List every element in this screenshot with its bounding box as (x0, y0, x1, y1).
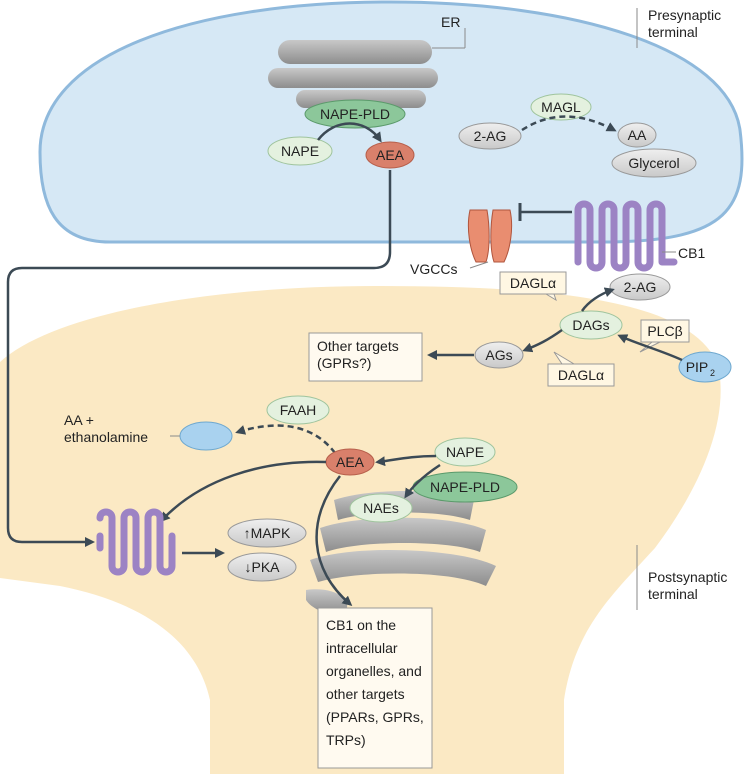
svg-text:Glycerol: Glycerol (628, 155, 679, 171)
svg-text:FAAH: FAAH (280, 402, 317, 418)
svg-text:AGs: AGs (485, 347, 512, 363)
dagl-bottom-box: DAGLα (547, 351, 615, 387)
pka: ↓PKA (227, 552, 297, 582)
cb1-box-line: TRPs) (326, 732, 366, 748)
post-naes: NAEs (349, 493, 413, 523)
post-pip2: PIP 2 (678, 351, 732, 383)
pre-magl: MAGL (530, 93, 592, 121)
nape-to-aea-arrow (317, 122, 382, 143)
cb1-box-line: CB1 on the (326, 617, 396, 633)
pre-nape-pld: NAPE-PLD (304, 99, 406, 129)
svg-text:AEA: AEA (336, 454, 365, 470)
svg-text:NAPE: NAPE (446, 444, 484, 460)
svg-text:2: 2 (710, 368, 715, 378)
svg-text:NAEs: NAEs (363, 500, 399, 516)
svg-text:DAGs: DAGs (572, 317, 609, 333)
post-ags: AGs (474, 341, 524, 369)
cb1-box-line: intracellular (326, 640, 398, 656)
er-label: ER (441, 14, 460, 30)
svg-text:NAPE: NAPE (281, 143, 319, 159)
svg-text:↓PKA: ↓PKA (244, 559, 280, 575)
cb1-label: CB1 (678, 245, 705, 261)
pre-nape: NAPE (267, 136, 333, 166)
svg-text:2-AG: 2-AG (624, 279, 657, 295)
pre-aa: AA (617, 122, 657, 148)
pre-cb1-receptor (574, 200, 678, 272)
dags-to-ags-arrow (522, 328, 563, 353)
2ag-to-aa-arrow (521, 115, 617, 132)
post-nape: NAPE (434, 437, 496, 467)
other-targets-box: Other targets (GPRs?) (308, 332, 423, 382)
post-nape-pld: NAPE-PLD (412, 471, 518, 503)
post-aea: AEA (325, 448, 375, 476)
presynaptic-label: Presynaptic terminal (648, 7, 725, 40)
presynaptic-er (268, 40, 438, 108)
vgcc-channel (467, 209, 513, 263)
cb1-box-line: (PPARs, GPRs, (326, 709, 424, 725)
svg-text:Other targets (GPRs?): Other targets (GPRs?) (317, 338, 403, 371)
post-2ag: 2-AG (609, 273, 671, 301)
svg-text:NAPE-PLD: NAPE-PLD (320, 106, 390, 122)
aea-to-intracellular-arrow (315, 475, 353, 606)
svg-text:AEA: AEA (376, 147, 405, 163)
dagl-top-box: DAGLα (499, 271, 567, 302)
aea-to-aa-arrow (235, 424, 336, 454)
mapk: ↑MAPK (227, 518, 307, 548)
pip2-to-dags-arrow (617, 334, 683, 362)
svg-text:AA: AA (628, 127, 647, 143)
svg-text:↑MAPK: ↑MAPK (244, 525, 291, 541)
nape-to-naes-arrow (404, 463, 441, 499)
vgccs-label: VGCCs (410, 261, 457, 277)
post-faah: FAAH (266, 395, 330, 425)
post-dags: DAGs (559, 310, 623, 340)
cb1-organelles-box: CB1 on the intracellular organelles, and ot… (317, 607, 433, 769)
postsynaptic-label: Postsynaptic terminal (648, 569, 731, 602)
svg-text:PIP: PIP (686, 359, 709, 375)
nape-to-aea-post-arrow (375, 454, 437, 467)
svg-text:NAPE-PLD: NAPE-PLD (430, 479, 500, 495)
pre-glycerol: Glycerol (611, 148, 697, 178)
aea-to-post-receptor-arrow (159, 460, 327, 523)
svg-text:DAGLα: DAGLα (510, 275, 556, 291)
aa-ethanolamine-label: AA + ethanolamine (64, 412, 148, 445)
post-cb1-receptor (96, 508, 176, 576)
dags-to-2ag-arrow (580, 287, 615, 312)
svg-text:PLCβ: PLCβ (647, 323, 682, 339)
plcb-box: PLCβ (639, 319, 690, 353)
svg-text:DAGLα: DAGLα (558, 367, 604, 383)
pre-2ag: 2-AG (458, 122, 522, 150)
aea-retrograde-path (6, 170, 392, 547)
pre-aea: AEA (365, 141, 415, 169)
cb1-box-line: organelles, and (326, 663, 422, 679)
svg-text:2-AG: 2-AG (474, 128, 507, 144)
svg-text:MAGL: MAGL (541, 99, 581, 115)
aa-ethanolamine-product (179, 421, 233, 451)
cb1-box-line: other targets (326, 686, 405, 702)
